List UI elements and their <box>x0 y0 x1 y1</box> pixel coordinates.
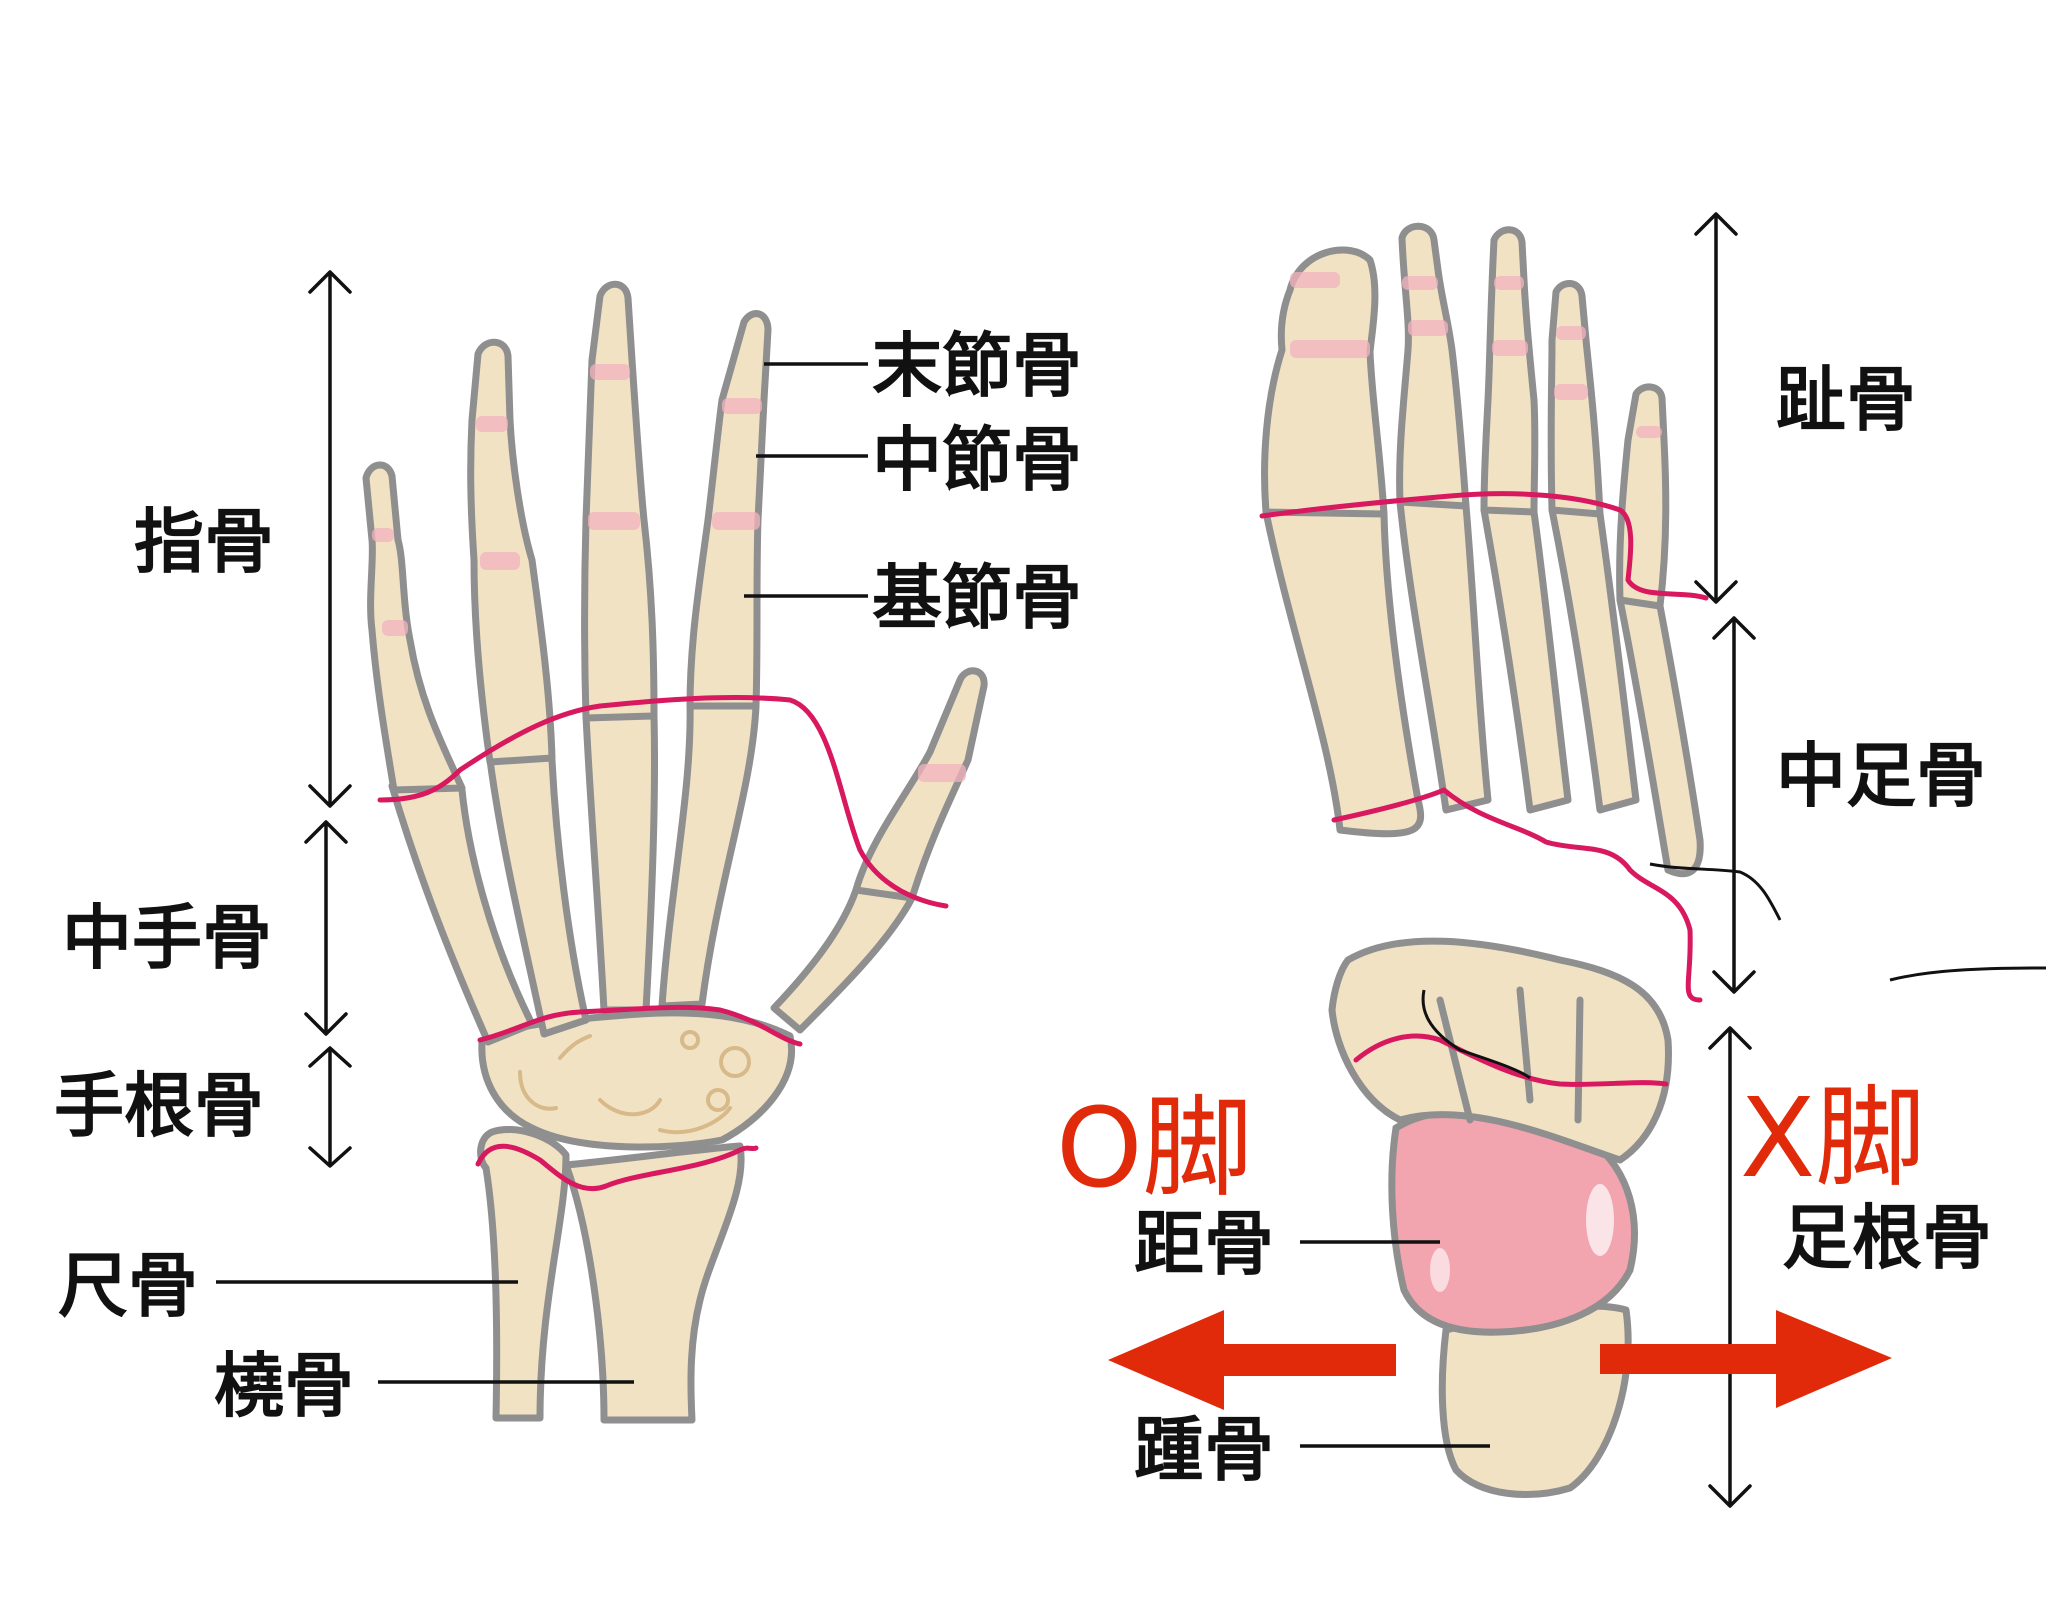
label-ulna: 尺骨 <box>58 1245 198 1327</box>
label-calcaneus: 踵骨 <box>1134 1409 1274 1491</box>
dimension-arrowhead <box>1712 616 1756 640</box>
dimension-arrowhead <box>308 784 352 808</box>
carpal-outline <box>706 1088 730 1112</box>
dimension-arrows <box>304 212 1756 1508</box>
dimension-arrowhead <box>308 1046 352 1068</box>
leader-lines <box>216 362 1490 1448</box>
little-finger <box>362 461 466 794</box>
joint-highlight <box>1636 426 1662 438</box>
hand-mcp-line <box>377 695 949 909</box>
carpal-bones <box>478 1009 795 1151</box>
label-toe-bones: 趾骨 <box>1776 359 1916 441</box>
dimension-arrowhead <box>308 1146 352 1168</box>
joint-highlight <box>382 620 408 636</box>
joint-highlight <box>480 552 520 570</box>
foot-illustration <box>1259 222 2047 1498</box>
joint-highlight <box>918 764 966 782</box>
dimension-arrowhead <box>1694 212 1738 236</box>
joint-highlight <box>1494 276 1524 290</box>
joint-highlight <box>712 512 760 530</box>
label-x-leg: X脚 <box>1740 1074 1925 1202</box>
label-metacarpals: 中手骨 <box>62 897 272 979</box>
index-finger <box>686 310 772 710</box>
big-toe <box>1261 246 1388 518</box>
metatarsal-5 <box>1616 593 1704 878</box>
label-o-leg: O脚 <box>1056 1084 1253 1212</box>
joint-highlight <box>1408 320 1448 336</box>
hand-labels: 末節骨 中節骨 基節骨 指骨 中手骨 手根骨 尺骨 橈骨 <box>54 325 1082 1427</box>
dimension-arrowhead <box>304 1012 348 1036</box>
metatarsal-1 <box>1262 499 1425 838</box>
joint-highlight <box>590 364 630 380</box>
joint-highlight <box>1492 340 1528 356</box>
label-radius: 橈骨 <box>214 1345 354 1427</box>
foot-contour-line <box>1421 989 1531 1080</box>
metatarsal-3 <box>1480 500 1572 814</box>
radius-bone <box>562 1142 745 1424</box>
tarsal-bones <box>1328 937 1672 1164</box>
talus-shine <box>1586 1184 1614 1256</box>
talus-shine <box>1430 1248 1450 1292</box>
carpal-outline <box>658 1106 732 1135</box>
joint-highlight <box>476 416 508 432</box>
dimension-arrowhead <box>1708 1026 1752 1050</box>
carpal-outline <box>719 1046 751 1078</box>
label-phalanges: 指骨 <box>134 501 274 583</box>
joint-highlight <box>1290 272 1340 288</box>
metacarpal-2 <box>658 691 760 1010</box>
foot-contour-line <box>1649 862 1782 921</box>
dimension-arrowhead <box>1694 580 1738 604</box>
arrow-right <box>1600 1310 1892 1408</box>
label-carpals: 手根骨 <box>54 1065 264 1147</box>
label-talus: 距骨 <box>1134 1203 1274 1285</box>
thumb <box>852 667 988 902</box>
carpal-outline <box>680 1030 700 1050</box>
joint-highlight <box>1290 340 1370 358</box>
arrow-left <box>1108 1310 1396 1410</box>
label-middle-phalanx: 中節骨 <box>872 419 1082 501</box>
tarsal-outline <box>1516 986 1534 1104</box>
dimension-arrowhead <box>1708 1484 1752 1508</box>
direction-arrows <box>1108 1310 1892 1410</box>
tarsal-outline <box>1574 996 1584 1124</box>
carpal-outline <box>558 1034 592 1060</box>
carpal-outline <box>598 1098 662 1117</box>
foot-contour-line <box>1889 966 2047 982</box>
joint-highlight <box>722 398 762 414</box>
hand-cmc-line <box>477 1004 803 1047</box>
ulna-bone <box>477 1125 570 1422</box>
tarsal-outline <box>1436 996 1474 1124</box>
joint-highlight <box>372 528 394 542</box>
metacarpal-1 <box>770 878 916 1034</box>
hand-wrist-line <box>475 1143 759 1192</box>
dimension-arrowhead <box>304 820 348 844</box>
middle-finger <box>581 280 658 722</box>
joint-highlight <box>1554 384 1588 400</box>
joint-highlight <box>588 512 640 530</box>
dimension-arrowhead <box>308 270 352 294</box>
foot-mtp-line <box>1259 491 1709 601</box>
joint-highlight <box>1402 276 1438 290</box>
foot-labels: 趾骨 中足骨 足根骨 距骨 踵骨 O脚 X脚 <box>1056 359 1992 1491</box>
label-tarsals: 足根骨 <box>1782 1197 1992 1279</box>
foot-tmt-line <box>1331 787 1703 1003</box>
label-proximal-phalanx: 基節骨 <box>872 557 1082 639</box>
foot-midtarsal-line <box>1353 1033 1669 1087</box>
hand-illustration <box>362 280 988 1424</box>
toe-3 <box>1480 226 1539 516</box>
toe-2 <box>1396 222 1470 510</box>
carpal-outline <box>518 1070 558 1111</box>
label-metatarsals: 中足骨 <box>1776 735 1986 817</box>
dimension-arrowhead <box>1712 970 1756 994</box>
joint-highlight <box>1556 326 1586 340</box>
metacarpal-3 <box>582 703 659 1014</box>
label-distal-phalanx: 末節骨 <box>872 325 1082 407</box>
